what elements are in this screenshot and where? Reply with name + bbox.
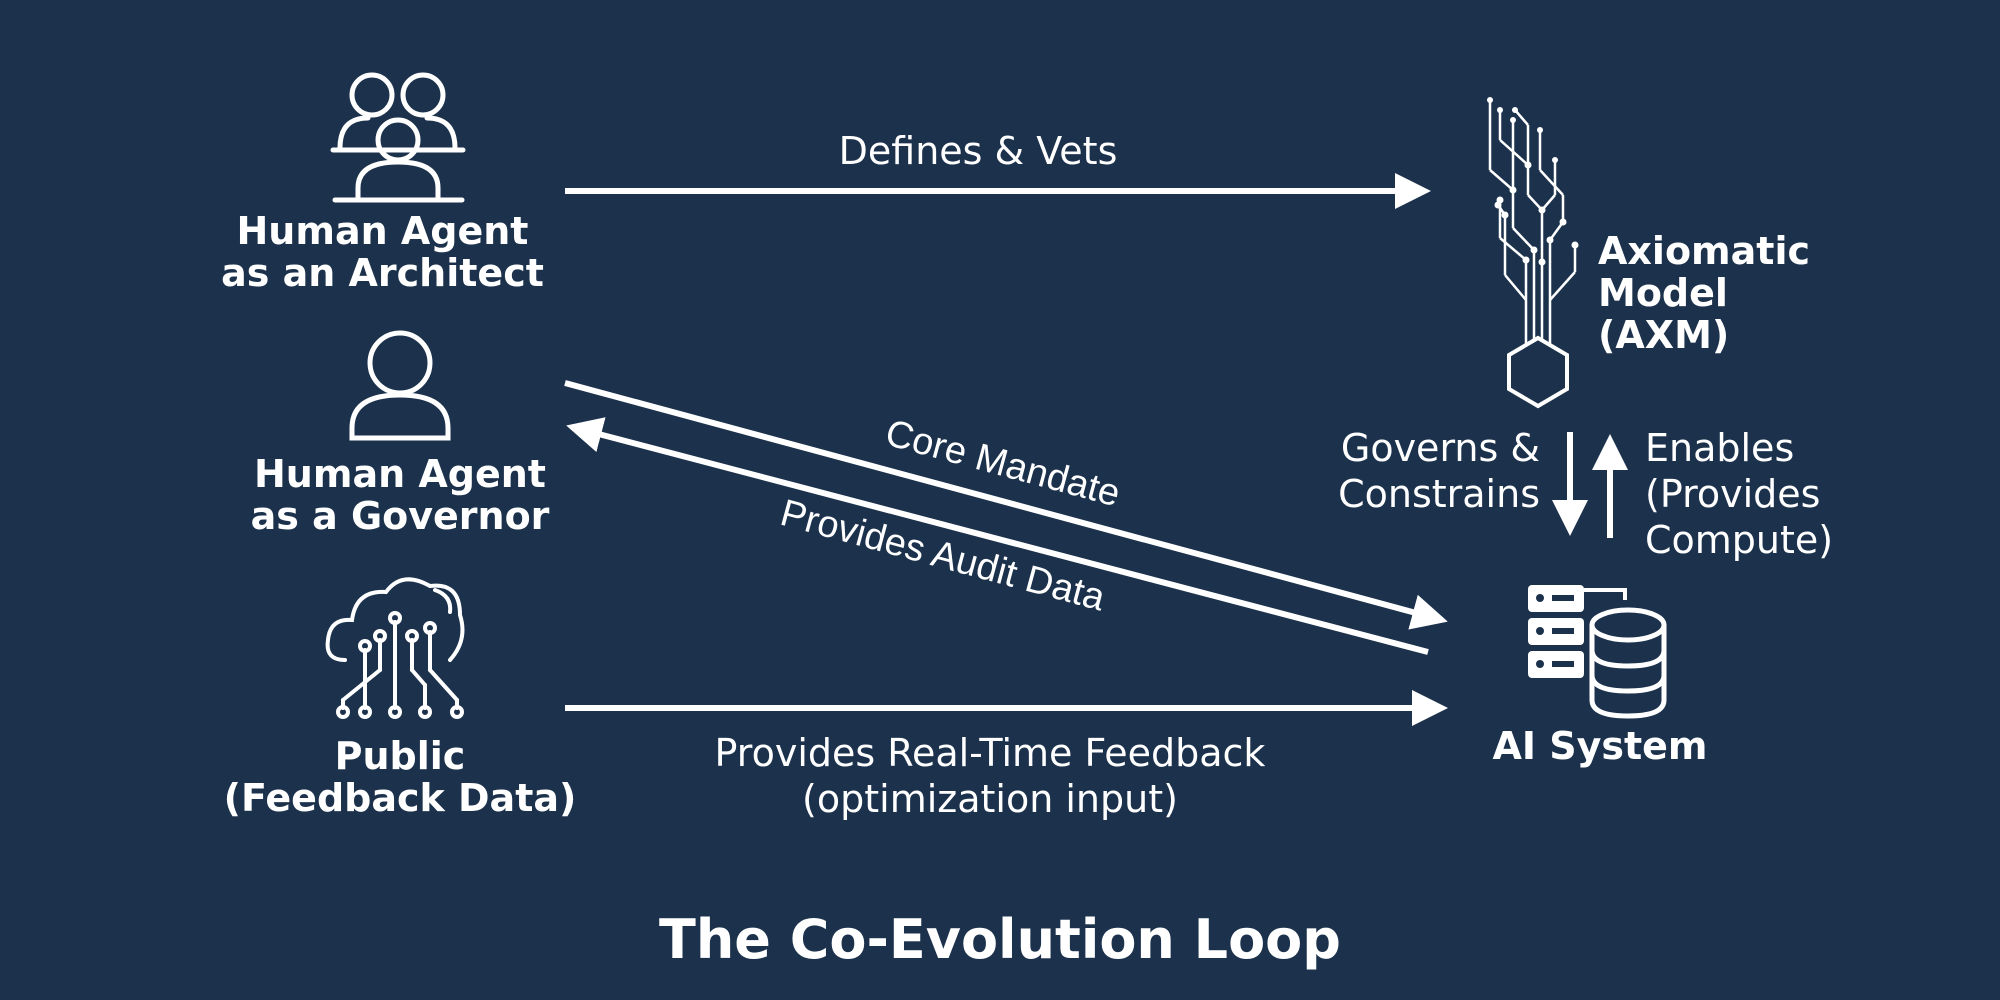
governs-label: Governs & Constrains: [1320, 425, 1540, 517]
arrow-core-mandate: [564, 380, 1448, 630]
public-label: Public (Feedback Data): [200, 735, 600, 819]
feedback-label-line2: (optimization input): [802, 777, 1178, 821]
axm-label-line1: Axiomatic: [1598, 229, 1811, 273]
axm-label-line3: (AXM): [1598, 313, 1730, 357]
arrow-audit-data: [566, 417, 1429, 655]
user-icon: [349, 330, 451, 441]
enables-label: Enables (Provides Compute): [1645, 425, 1833, 563]
circuit-hexagon-icon: [1487, 97, 1579, 409]
enables-label-line2: (Provides: [1645, 472, 1821, 516]
architect-label: Human Agent as an Architect: [190, 210, 575, 294]
cloud-network-icon: [325, 577, 465, 719]
public-label-line2: (Feedback Data): [223, 776, 577, 820]
governor-label: Human Agent as a Governor: [210, 453, 590, 537]
architect-label-line2: as an Architect: [221, 251, 544, 295]
enables-label-line3: Compute): [1645, 518, 1834, 562]
governs-label-line2: Constrains: [1338, 472, 1540, 516]
governs-label-line1: Governs &: [1340, 426, 1540, 470]
server-database-icon: [1528, 585, 1667, 719]
ai-system-label: AI System: [1460, 725, 1740, 767]
architect-label-line1: Human Agent: [236, 209, 529, 253]
feedback-label: Provides Real-Time Feedback (optimizatio…: [640, 730, 1340, 822]
axm-label: Axiomatic Model (AXM): [1598, 230, 1810, 356]
ai-system-label-line1: AI System: [1492, 724, 1708, 768]
feedback-label-line1: Provides Real-Time Feedback: [714, 731, 1266, 775]
diagram-title: The Co-Evolution Loop: [659, 908, 1341, 971]
group-users-icon: [330, 72, 466, 203]
public-label-line1: Public: [334, 734, 466, 778]
axm-label-line2: Model: [1598, 271, 1728, 315]
enables-label-line1: Enables: [1645, 426, 1795, 470]
governor-label-line2: as a Governor: [250, 494, 550, 538]
governor-label-line1: Human Agent: [254, 452, 546, 496]
defines-vets-label: Defines & Vets: [838, 129, 1118, 173]
